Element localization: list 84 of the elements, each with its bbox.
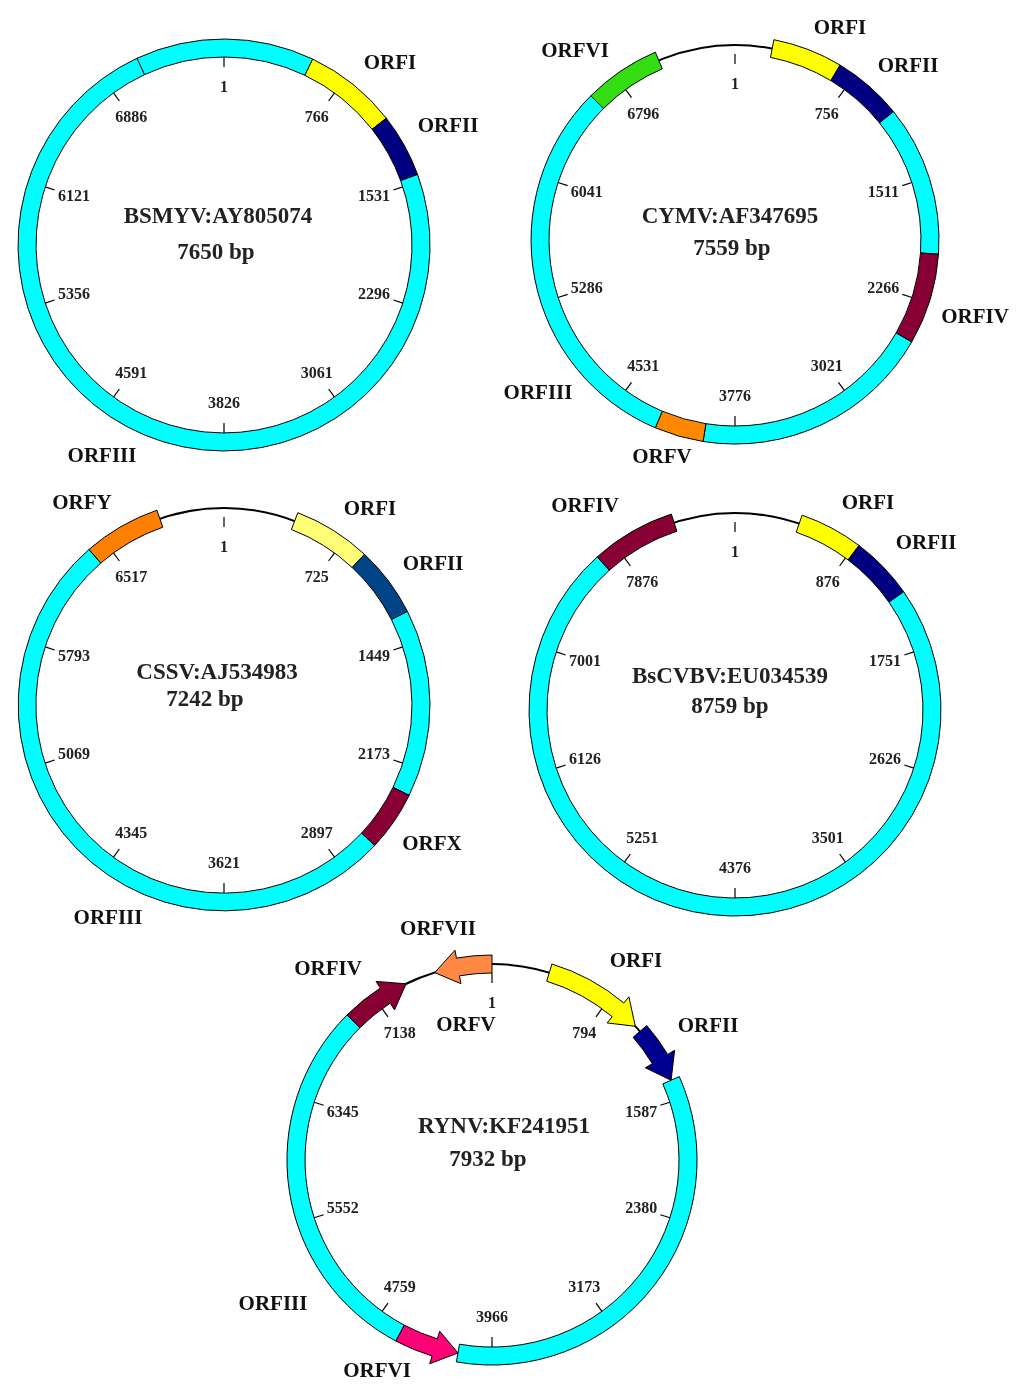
- orf-label: ORFIV: [294, 957, 362, 979]
- position-label: 6126: [569, 750, 602, 767]
- position-label: 6041: [570, 183, 603, 200]
- orf-label: ORFII: [677, 1014, 739, 1036]
- position-label: 7001: [569, 653, 602, 670]
- genome-name: CSSV:AJ534983: [136, 659, 298, 683]
- position-label: 3966: [476, 1308, 508, 1325]
- position-label: 1: [220, 539, 228, 556]
- genome-name: RYNV:KF241951: [417, 1113, 591, 1137]
- position-label: 6121: [58, 188, 91, 205]
- position-label: 3621: [208, 854, 240, 871]
- orf-label: ORFV: [436, 1013, 496, 1035]
- position-label: 5793: [58, 648, 91, 665]
- position-label: 2173: [357, 745, 390, 762]
- position-label: 1: [731, 544, 739, 561]
- orf-label: ORFY: [52, 491, 112, 513]
- position-label: 6517: [115, 569, 148, 586]
- position-label: 6886: [115, 109, 148, 126]
- position-label: 5069: [58, 745, 91, 762]
- position-label: 3826: [208, 394, 240, 411]
- position-label: 876: [815, 574, 840, 591]
- position-label: 4591: [115, 364, 148, 381]
- position-label: 756: [814, 105, 839, 122]
- position-label: 7138: [383, 1025, 416, 1042]
- orf-label: ORFVII: [400, 917, 476, 939]
- position-label: 794: [572, 1025, 597, 1042]
- position-label: 3501: [811, 829, 844, 846]
- position-label: 1751: [868, 653, 901, 670]
- orf-label: ORFII: [417, 114, 479, 136]
- orf-label: ORFI: [609, 949, 663, 971]
- orf-label: ORFIV: [551, 494, 619, 516]
- orf-label: ORFIII: [503, 381, 573, 403]
- position-label: 2380: [625, 1200, 658, 1217]
- genome-size: 7650 bp: [177, 239, 255, 263]
- position-label: 5356: [58, 285, 91, 302]
- position-label: 1: [731, 76, 739, 92]
- orf-label: ORFII: [402, 552, 464, 574]
- position-label: 3173: [568, 1278, 601, 1295]
- position-label: 725: [304, 569, 329, 586]
- orf-label: ORFII: [877, 54, 939, 76]
- orf-label: ORFV: [632, 445, 692, 467]
- genome-name: BsCVBV:EU034539: [632, 663, 828, 687]
- orf-label: ORFI: [363, 51, 417, 73]
- position-label: 2626: [868, 750, 901, 767]
- orf-label: ORFIII: [67, 444, 137, 466]
- orf-label: ORFIII: [73, 906, 143, 928]
- position-label: 1: [220, 79, 228, 96]
- position-label: 766: [304, 109, 329, 126]
- position-label: 1449: [357, 648, 390, 665]
- position-label: 2897: [300, 824, 333, 841]
- position-label: 3061: [300, 364, 333, 381]
- genome-size: 7932 bp: [449, 1146, 527, 1170]
- position-label: 1: [488, 995, 496, 1012]
- position-label: 7876: [626, 574, 659, 591]
- orf-label: ORFI: [841, 491, 895, 513]
- position-label: 3021: [810, 358, 843, 375]
- orf-label: ORFIII: [238, 1292, 308, 1314]
- genome-size: 7242 bp: [166, 686, 244, 710]
- position-label: 3776: [719, 388, 751, 404]
- genome-name: CYMV:AF347695: [641, 203, 819, 227]
- position-label: 4759: [383, 1278, 416, 1295]
- position-label: 4345: [115, 824, 148, 841]
- position-label: 6796: [627, 105, 660, 122]
- position-label: 1531: [357, 188, 390, 205]
- genome-size: 7559 bp: [693, 235, 771, 259]
- position-label: 2296: [357, 285, 390, 302]
- position-label: 5552: [326, 1200, 359, 1217]
- position-label: 5251: [626, 829, 659, 846]
- position-label: 2266: [867, 280, 900, 297]
- orf-label: ORFI: [343, 497, 397, 519]
- position-label: 5286: [570, 280, 603, 297]
- orf-label: ORFI: [813, 16, 867, 38]
- position-label: 4376: [719, 859, 751, 876]
- orf-label: ORFX: [402, 832, 462, 854]
- position-label: 1511: [867, 183, 899, 200]
- position-label: 4531: [627, 358, 660, 375]
- orf-label: ORFVI: [343, 1359, 411, 1381]
- genome-name: BSMYV:AY805074: [123, 203, 313, 227]
- orf-label: ORFIV: [941, 305, 1009, 327]
- orf-label: ORFII: [895, 531, 957, 553]
- genome-size: 8759 bp: [691, 693, 769, 717]
- position-label: 1587: [625, 1103, 658, 1120]
- orf-label: ORFVI: [541, 39, 609, 61]
- position-label: 6345: [326, 1103, 359, 1120]
